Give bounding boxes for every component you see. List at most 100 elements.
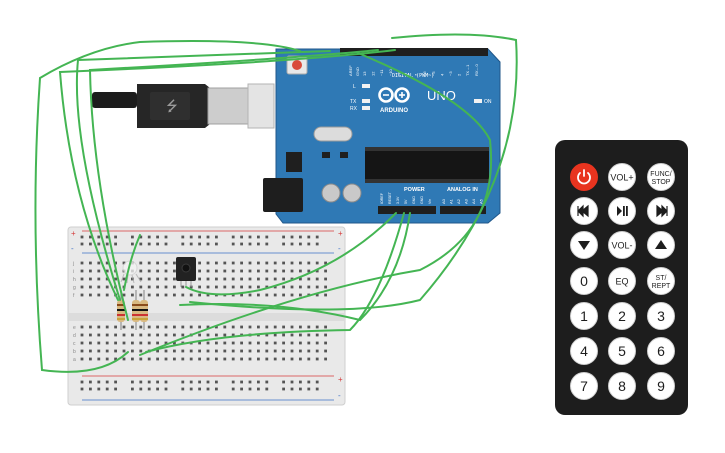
remote-button-1[interactable]: 1 [570,302,598,330]
bb-hole[interactable] [240,387,243,391]
bb-hole[interactable] [147,357,151,361]
bb-hole[interactable] [257,277,260,281]
bb-hole[interactable] [215,341,218,345]
bb-hole[interactable] [215,333,218,337]
bb-hole[interactable] [240,269,243,273]
bb-hole[interactable] [198,387,201,391]
bb-hole[interactable] [290,341,294,345]
bb-hole[interactable] [80,261,84,265]
bb-hole[interactable] [80,242,84,246]
bb-hole[interactable] [89,293,92,297]
bb-hole[interactable] [147,325,151,329]
bb-hole[interactable] [156,235,159,239]
bb-hole[interactable] [198,325,201,329]
bb-hole[interactable] [290,387,294,391]
bb-hole[interactable] [89,261,92,265]
bb-hole[interactable] [173,277,176,281]
bb-hole[interactable] [299,380,302,384]
bb-hole[interactable] [307,349,311,353]
bb-hole[interactable] [105,261,109,265]
bb-hole[interactable] [114,277,117,281]
bb-hole[interactable] [299,357,302,361]
bb-hole[interactable] [257,341,260,345]
bb-hole[interactable] [206,341,210,345]
bb-hole[interactable] [114,235,117,239]
bb-hole[interactable] [89,325,92,329]
bb-hole[interactable] [248,293,252,297]
bb-hole[interactable] [156,387,159,391]
wire[interactable] [34,40,301,373]
bb-hole[interactable] [122,325,126,329]
bb-hole[interactable] [114,387,117,391]
bb-hole[interactable] [273,293,277,297]
bb-hole[interactable] [122,277,126,281]
bb-hole[interactable] [114,325,117,329]
bb-hole[interactable] [105,380,109,384]
bb-hole[interactable] [97,387,101,391]
bb-hole[interactable] [164,269,168,273]
bb-hole[interactable] [198,341,201,345]
bb-hole[interactable] [206,387,210,391]
bb-hole[interactable] [97,333,101,337]
bb-hole[interactable] [248,285,252,289]
bb-hole[interactable] [198,242,201,246]
bb-hole[interactable] [89,333,92,337]
bb-hole[interactable] [290,349,294,353]
bb-hole[interactable] [97,380,101,384]
bb-hole[interactable] [89,380,92,384]
bb-hole[interactable] [223,341,227,345]
bb-hole[interactable] [181,325,185,329]
bb-hole[interactable] [223,261,227,265]
bb-hole[interactable] [89,387,92,391]
bb-hole[interactable] [231,261,235,265]
bb-hole[interactable] [97,242,101,246]
bb-hole[interactable] [181,387,185,391]
bb-hole[interactable] [315,341,319,345]
down-button[interactable] [570,231,598,259]
bb-hole[interactable] [80,357,84,361]
bb-hole[interactable] [215,357,218,361]
bb-hole[interactable] [131,325,134,329]
bb-hole[interactable] [257,293,260,297]
bb-hole[interactable] [273,261,277,265]
bb-hole[interactable] [265,349,269,353]
bb-hole[interactable] [97,357,101,361]
bb-hole[interactable] [206,325,210,329]
bb-hole[interactable] [315,333,319,337]
bb-hole[interactable] [164,341,168,345]
bb-hole[interactable] [240,285,243,289]
bb-hole[interactable] [299,277,302,281]
bb-hole[interactable] [240,242,243,246]
bb-hole[interactable] [122,261,126,265]
bb-hole[interactable] [156,269,159,273]
wire[interactable] [185,212,397,296]
bb-hole[interactable] [282,277,285,281]
bb-hole[interactable] [307,235,311,239]
resistor[interactable] [140,290,148,330]
next-button[interactable] [647,197,675,225]
bb-hole[interactable] [282,242,285,246]
bb-hole[interactable] [198,357,201,361]
bb-hole[interactable] [231,349,235,353]
bb-hole[interactable] [248,357,252,361]
bb-hole[interactable] [156,242,159,246]
reset-button[interactable] [292,60,302,70]
bb-hole[interactable] [80,277,84,281]
bb-hole[interactable] [139,325,143,329]
bb-hole[interactable] [80,269,84,273]
bb-hole[interactable] [89,341,92,345]
wire[interactable] [75,50,331,301]
remote-button-8[interactable]: 8 [608,372,636,400]
bb-hole[interactable] [198,380,201,384]
bb-hole[interactable] [307,380,311,384]
bb-hole[interactable] [114,349,117,353]
bb-hole[interactable] [265,357,269,361]
bb-hole[interactable] [257,325,260,329]
bb-hole[interactable] [198,261,201,265]
wire[interactable] [58,49,396,301]
bb-hole[interactable] [307,387,311,391]
bb-hole[interactable] [257,349,260,353]
bb-hole[interactable] [299,242,302,246]
bb-hole[interactable] [231,235,235,239]
